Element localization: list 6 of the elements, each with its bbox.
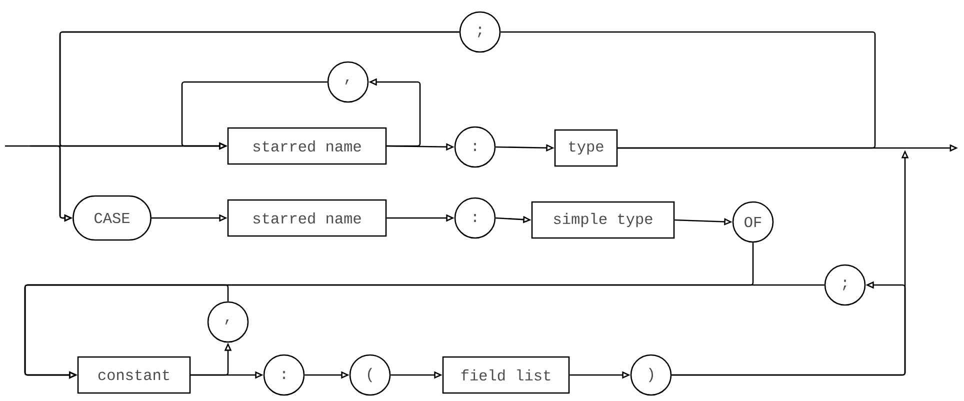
nonterminal-box: starred name (227, 127, 387, 165)
nonterminal-box: constant (77, 356, 191, 394)
nonterminal-box: field list (442, 356, 570, 394)
nonterminal-box: simple type (531, 201, 675, 239)
nonterminal-box: starred name (227, 199, 387, 237)
nonterminal-box: type (554, 129, 618, 167)
